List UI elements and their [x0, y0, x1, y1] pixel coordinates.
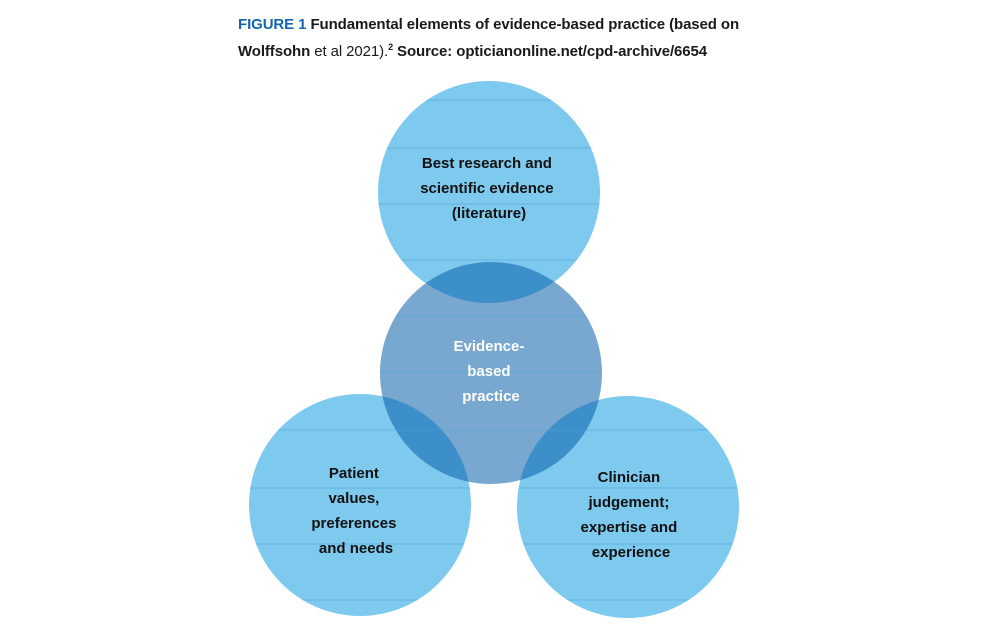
caption-source: Source: opticianonline.net/cpd-archive/6… [392, 43, 707, 60]
center-label-line-2: based [467, 363, 510, 380]
right-label-line-3: expertise and [581, 519, 678, 536]
clinician-judgement-circle [517, 396, 739, 618]
caption-line-1: FIGURE 1 Fundamental elements of evidenc… [238, 14, 798, 36]
research-evidence-circle [378, 81, 600, 303]
caption-et-al: et al 2021). [310, 43, 389, 60]
center-circle-label: Evidence- based practice [453, 338, 528, 405]
top-label-line-1: Best research and [422, 155, 552, 172]
overlap-left-center [380, 394, 471, 484]
right-label-line-2: judgement; [587, 494, 669, 511]
left-label-line-4: and needs [319, 540, 393, 557]
caption-line-2: Wolffsohn et al 2021).2 Source: optician… [238, 36, 798, 63]
figure-caption: FIGURE 1 Fundamental elements of evidenc… [238, 14, 798, 63]
top-label-line-2: scientific evidence [420, 180, 553, 197]
center-label-line-3: practice [462, 388, 520, 405]
left-label-line-1: Patient [329, 465, 379, 482]
caption-reference-number: 2 [388, 42, 393, 52]
center-label-line-1: Evidence- [453, 338, 524, 355]
top-label-line-3: (literature) [452, 205, 526, 222]
left-circle-label: Patient values, preferences and needs [311, 465, 400, 557]
caption-title: Fundamental elements of evidence-based p… [306, 16, 740, 33]
left-label-line-2: values, [328, 490, 379, 507]
left-label-line-3: preferences [311, 515, 396, 532]
caption-author: Wolffsohn [238, 43, 311, 60]
top-circle-label: Best research and scientific evidence (l… [420, 155, 558, 222]
right-label-line-1: Clinician [598, 469, 661, 486]
right-label-line-4: experience [592, 544, 670, 561]
right-circle-label: Clinician judgement; expertise and exper… [581, 469, 682, 561]
figure-label: FIGURE 1 [238, 16, 307, 33]
